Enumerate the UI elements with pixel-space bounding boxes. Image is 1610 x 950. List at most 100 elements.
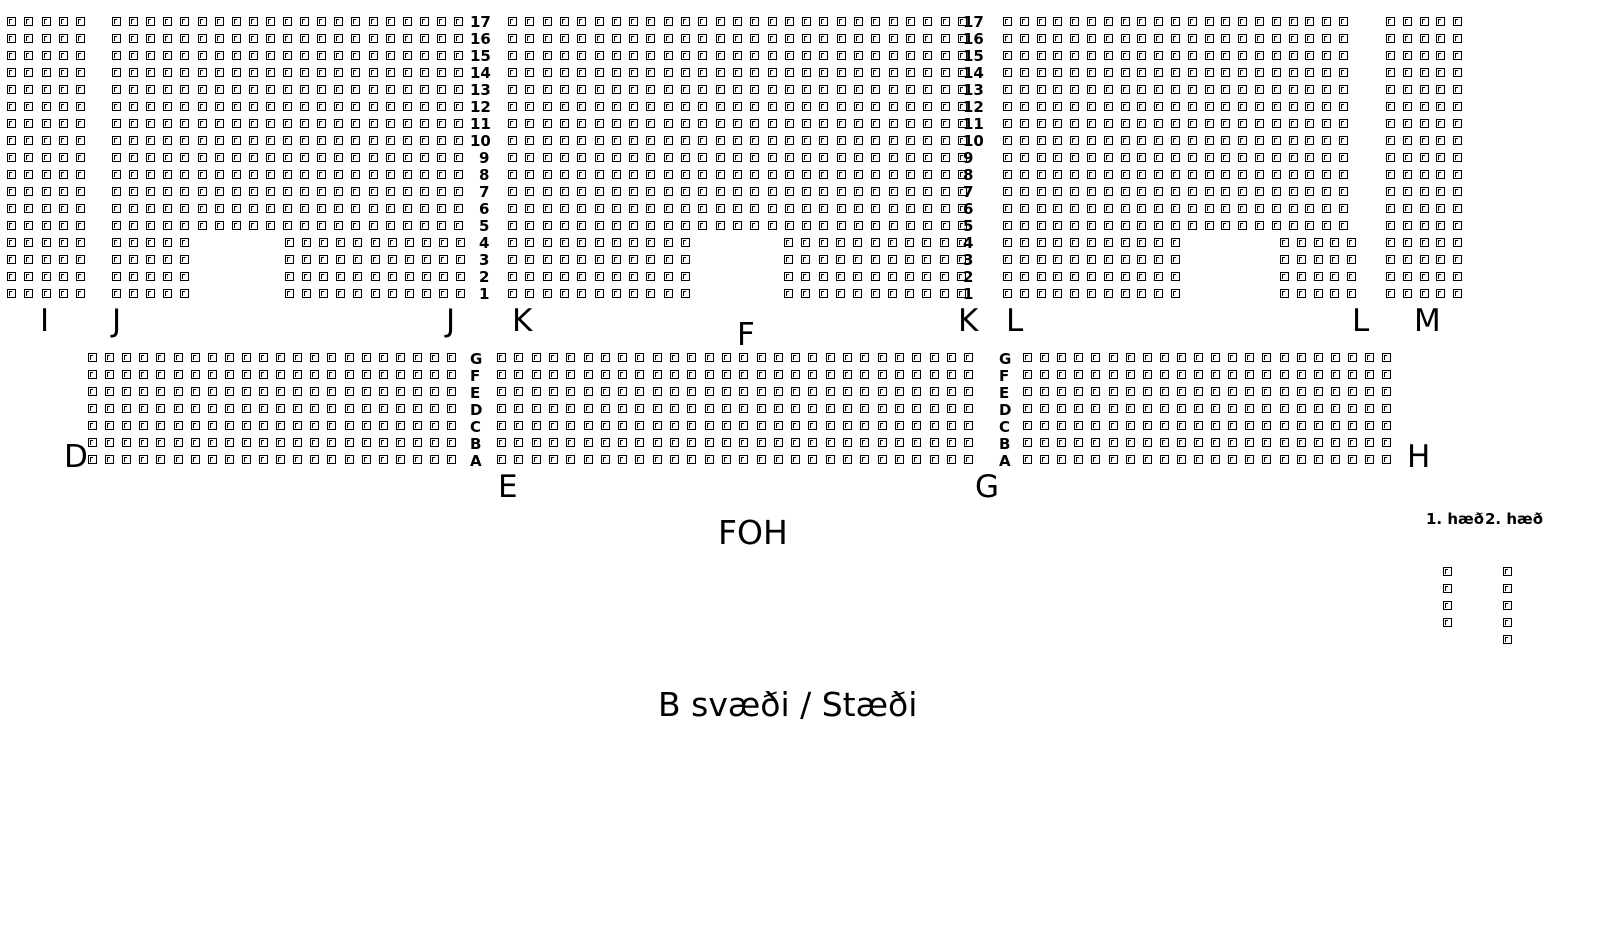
seat[interactable] bbox=[112, 170, 121, 179]
seat[interactable] bbox=[785, 204, 794, 213]
seat[interactable] bbox=[837, 51, 846, 60]
seat[interactable] bbox=[819, 68, 828, 77]
seat[interactable] bbox=[232, 51, 241, 60]
seat[interactable] bbox=[1104, 136, 1113, 145]
seat[interactable] bbox=[242, 370, 251, 379]
seat[interactable] bbox=[76, 255, 85, 264]
seat[interactable] bbox=[112, 17, 121, 26]
seat[interactable] bbox=[249, 34, 258, 43]
seat[interactable] bbox=[612, 153, 621, 162]
seat[interactable] bbox=[508, 85, 517, 94]
seat[interactable] bbox=[198, 34, 207, 43]
seat[interactable] bbox=[88, 387, 97, 396]
seat[interactable] bbox=[413, 370, 422, 379]
seat[interactable] bbox=[629, 255, 638, 264]
seat[interactable] bbox=[396, 387, 405, 396]
seat[interactable] bbox=[1020, 289, 1029, 298]
seat[interactable] bbox=[1137, 221, 1146, 230]
seat[interactable] bbox=[1087, 289, 1096, 298]
seat[interactable] bbox=[1289, 17, 1298, 26]
seat[interactable] bbox=[403, 153, 412, 162]
seat[interactable] bbox=[1453, 102, 1462, 111]
seat[interactable] bbox=[750, 204, 759, 213]
seat[interactable] bbox=[826, 455, 835, 464]
seat[interactable] bbox=[327, 438, 336, 447]
seat[interactable] bbox=[525, 221, 534, 230]
seat[interactable] bbox=[1453, 170, 1462, 179]
seat[interactable] bbox=[836, 272, 845, 281]
seat[interactable] bbox=[336, 272, 345, 281]
seat[interactable] bbox=[129, 238, 138, 247]
seat[interactable] bbox=[1154, 289, 1163, 298]
seat[interactable] bbox=[1211, 421, 1220, 430]
seat[interactable] bbox=[912, 404, 921, 413]
seat[interactable] bbox=[1382, 387, 1391, 396]
seat[interactable] bbox=[895, 404, 904, 413]
seat[interactable] bbox=[283, 119, 292, 128]
seat[interactable] bbox=[1322, 119, 1331, 128]
seat[interactable] bbox=[889, 51, 898, 60]
seat[interactable] bbox=[1070, 170, 1079, 179]
seat[interactable] bbox=[225, 353, 234, 362]
seat[interactable] bbox=[1272, 136, 1281, 145]
seat[interactable] bbox=[422, 272, 431, 281]
seat[interactable] bbox=[198, 221, 207, 230]
seat[interactable] bbox=[276, 455, 285, 464]
seat[interactable] bbox=[681, 85, 690, 94]
seat[interactable] bbox=[430, 404, 439, 413]
seat[interactable] bbox=[958, 68, 967, 77]
seat[interactable] bbox=[317, 136, 326, 145]
seat[interactable] bbox=[430, 438, 439, 447]
seat[interactable] bbox=[146, 34, 155, 43]
seat[interactable] bbox=[59, 187, 68, 196]
seat[interactable] bbox=[1503, 584, 1512, 593]
seat[interactable] bbox=[215, 51, 224, 60]
seat[interactable] bbox=[1205, 221, 1214, 230]
seat[interactable] bbox=[595, 187, 604, 196]
seat[interactable] bbox=[768, 153, 777, 162]
seat[interactable] bbox=[854, 170, 863, 179]
seat[interactable] bbox=[7, 255, 16, 264]
seat[interactable] bbox=[362, 353, 371, 362]
seat[interactable] bbox=[1386, 238, 1395, 247]
seat[interactable] bbox=[283, 221, 292, 230]
seat[interactable] bbox=[566, 387, 575, 396]
seat[interactable] bbox=[1020, 119, 1029, 128]
seat[interactable] bbox=[1436, 85, 1445, 94]
seat[interactable] bbox=[386, 34, 395, 43]
seat[interactable] bbox=[191, 353, 200, 362]
seat[interactable] bbox=[1339, 136, 1348, 145]
seat[interactable] bbox=[958, 34, 967, 43]
seat[interactable] bbox=[1087, 51, 1096, 60]
seat[interactable] bbox=[819, 119, 828, 128]
seat[interactable] bbox=[1289, 68, 1298, 77]
seat[interactable] bbox=[403, 17, 412, 26]
seat[interactable] bbox=[670, 421, 679, 430]
seat[interactable] bbox=[543, 85, 552, 94]
seat[interactable] bbox=[7, 119, 16, 128]
seat[interactable] bbox=[1245, 387, 1254, 396]
seat[interactable] bbox=[1289, 136, 1298, 145]
seat[interactable] bbox=[705, 404, 714, 413]
seat[interactable] bbox=[774, 387, 783, 396]
seat[interactable] bbox=[1382, 404, 1391, 413]
seat[interactable] bbox=[664, 17, 673, 26]
seat[interactable] bbox=[112, 272, 121, 281]
seat[interactable] bbox=[420, 119, 429, 128]
seat[interactable] bbox=[369, 34, 378, 43]
seat[interactable] bbox=[174, 404, 183, 413]
seat[interactable] bbox=[1339, 153, 1348, 162]
seat[interactable] bbox=[1160, 421, 1169, 430]
seat[interactable] bbox=[1160, 438, 1169, 447]
seat[interactable] bbox=[532, 404, 541, 413]
seat[interactable] bbox=[1087, 255, 1096, 264]
seat[interactable] bbox=[1221, 34, 1230, 43]
seat[interactable] bbox=[1171, 119, 1180, 128]
seat[interactable] bbox=[1137, 85, 1146, 94]
seat[interactable] bbox=[422, 289, 431, 298]
seat[interactable] bbox=[757, 353, 766, 362]
seat[interactable] bbox=[566, 353, 575, 362]
seat[interactable] bbox=[722, 404, 731, 413]
seat[interactable] bbox=[584, 370, 593, 379]
seat[interactable] bbox=[191, 370, 200, 379]
